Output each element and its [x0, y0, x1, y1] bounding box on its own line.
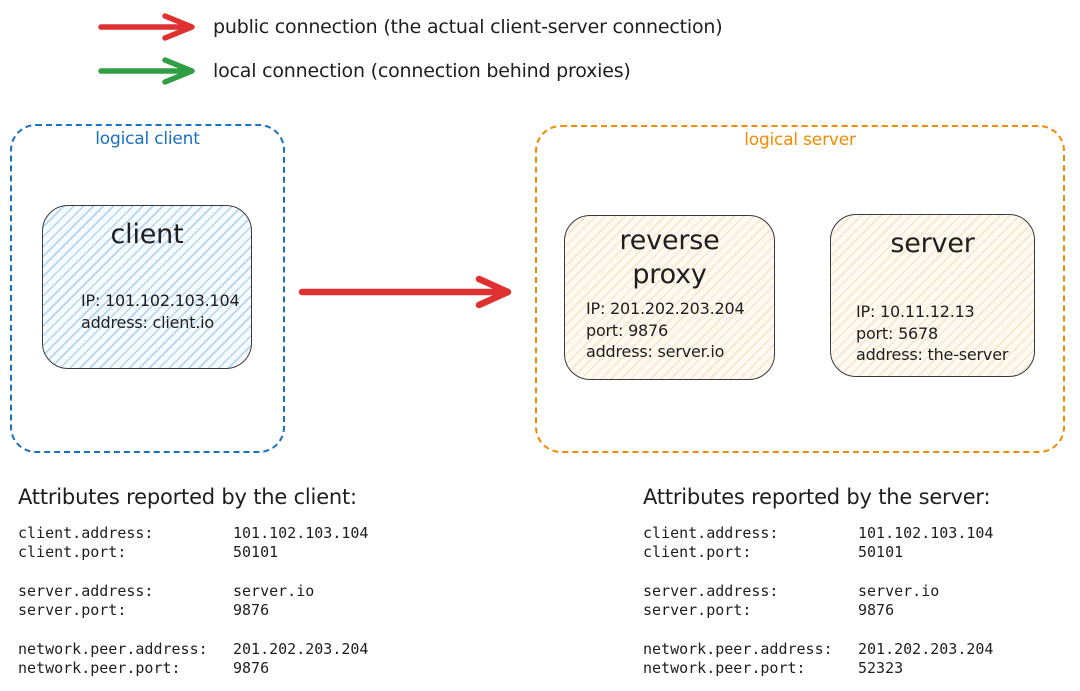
attr-row: client.port: 50101 — [643, 543, 993, 562]
attr-value: 201.202.203.204 — [858, 640, 994, 658]
attr-row: network.peer.port: 9876 — [18, 659, 368, 678]
client-node: client IP: 101.102.103.104 address: clie… — [42, 205, 252, 369]
attr-value: 101.102.103.104 — [233, 524, 369, 542]
attr-row: client.port: 50101 — [18, 543, 368, 562]
attr-label: server.port: — [643, 600, 752, 619]
client-attr-group-server: server.address: server.io server.port: 9… — [18, 582, 368, 619]
attr-value: 201.202.203.204 — [233, 640, 369, 658]
local-connection-arrow-icon — [98, 57, 195, 85]
legend-label-public-connection: public connection (the actual client-ser… — [213, 16, 723, 38]
client-to-proxy-arrow-icon — [298, 275, 512, 309]
attr-row: client.address: 101.102.103.104 — [18, 524, 368, 543]
attr-value: server.io — [858, 582, 940, 600]
attr-row: server.port: 9876 — [18, 601, 368, 620]
attr-label: client.address: — [18, 524, 154, 542]
attr-value: 50101 — [233, 542, 279, 561]
server-node-body: IP: 10.11.12.13 port: 5678 address: the-… — [856, 301, 1008, 366]
server-node-title: server — [890, 228, 975, 259]
server-attr-group-server: server.address: server.io server.port: 9… — [643, 582, 993, 619]
logical-client-label: logical client — [95, 129, 200, 149]
client-attributes-section: Attributes reported by the client: clien… — [18, 485, 368, 691]
attr-label: server.port: — [18, 600, 127, 619]
client-attributes-heading: Attributes reported by the client: — [18, 485, 357, 509]
client-attr-group-network-peer: network.peer.address: 201.202.203.204 ne… — [18, 640, 368, 677]
reverse-proxy-node: reverse proxy IP: 201.202.203.204 port: … — [564, 215, 775, 380]
reverse-proxy-port-line: port: 9876 — [586, 320, 668, 340]
attr-value: 9876 — [858, 600, 895, 619]
attr-row: network.peer.port: 52323 — [643, 659, 993, 678]
client-node-title: client — [110, 219, 184, 250]
reverse-proxy-address-line: address: server.io — [586, 342, 725, 361]
logical-client-group-box: logical client client IP: 101.102.103.10… — [10, 124, 285, 453]
reverse-proxy-node-title: reverse proxy — [619, 225, 720, 290]
reverse-proxy-node-body: IP: 201.202.203.204 port: 9876 address: … — [586, 298, 745, 363]
server-port-line: port: 5678 — [856, 323, 938, 343]
attr-value: 50101 — [858, 542, 904, 561]
server-attr-group-client: client.address: 101.102.103.104 client.p… — [643, 524, 993, 561]
attr-label: network.peer.port: — [18, 658, 181, 677]
attr-row: server.address: server.io — [18, 582, 368, 601]
attr-label: network.peer.address: — [643, 640, 833, 658]
server-attr-group-network-peer: network.peer.address: 201.202.203.204 ne… — [643, 640, 993, 677]
attr-label: network.peer.address: — [18, 640, 208, 658]
attr-label: network.peer.port: — [643, 658, 806, 677]
attr-value: 52323 — [858, 658, 904, 677]
attr-value: server.io — [233, 582, 315, 600]
client-attr-group-client: client.address: 101.102.103.104 client.p… — [18, 524, 368, 561]
attr-row: server.port: 9876 — [643, 601, 993, 620]
server-address-line: address: the-server — [856, 345, 1009, 364]
client-ip-line: IP: 101.102.103.104 — [81, 291, 240, 310]
server-node: server IP: 10.11.12.13 port: 5678 addres… — [830, 214, 1035, 377]
attr-label: client.address: — [643, 524, 779, 542]
logical-server-label: logical server — [744, 130, 856, 150]
attr-value: 101.102.103.104 — [858, 524, 994, 542]
server-ip-line: IP: 10.11.12.13 — [856, 302, 975, 321]
legend-label-local-connection: local connection (connection behind prox… — [213, 60, 631, 82]
attr-label: client.port: — [643, 542, 752, 561]
reverse-proxy-ip-line: IP: 201.202.203.204 — [586, 299, 745, 318]
attr-value: 9876 — [233, 600, 270, 619]
server-attributes-heading: Attributes reported by the server: — [643, 485, 991, 509]
attr-row: network.peer.address: 201.202.203.204 — [18, 640, 368, 659]
attr-label: client.port: — [18, 542, 127, 561]
attr-row: client.address: 101.102.103.104 — [643, 524, 993, 543]
attr-value: 9876 — [233, 658, 270, 677]
logical-server-group-box: logical server reverse proxy IP: 201.202… — [535, 125, 1065, 453]
public-connection-arrow-icon — [98, 13, 195, 41]
client-node-body: IP: 101.102.103.104 address: client.io — [81, 290, 240, 333]
client-address-line: address: client.io — [81, 312, 215, 332]
attr-row: network.peer.address: 201.202.203.204 — [643, 640, 993, 659]
server-attributes-section: Attributes reported by the server: clien… — [643, 485, 993, 691]
attr-row: server.address: server.io — [643, 582, 993, 601]
attr-label: server.address: — [18, 582, 154, 600]
attr-label: server.address: — [643, 582, 779, 600]
